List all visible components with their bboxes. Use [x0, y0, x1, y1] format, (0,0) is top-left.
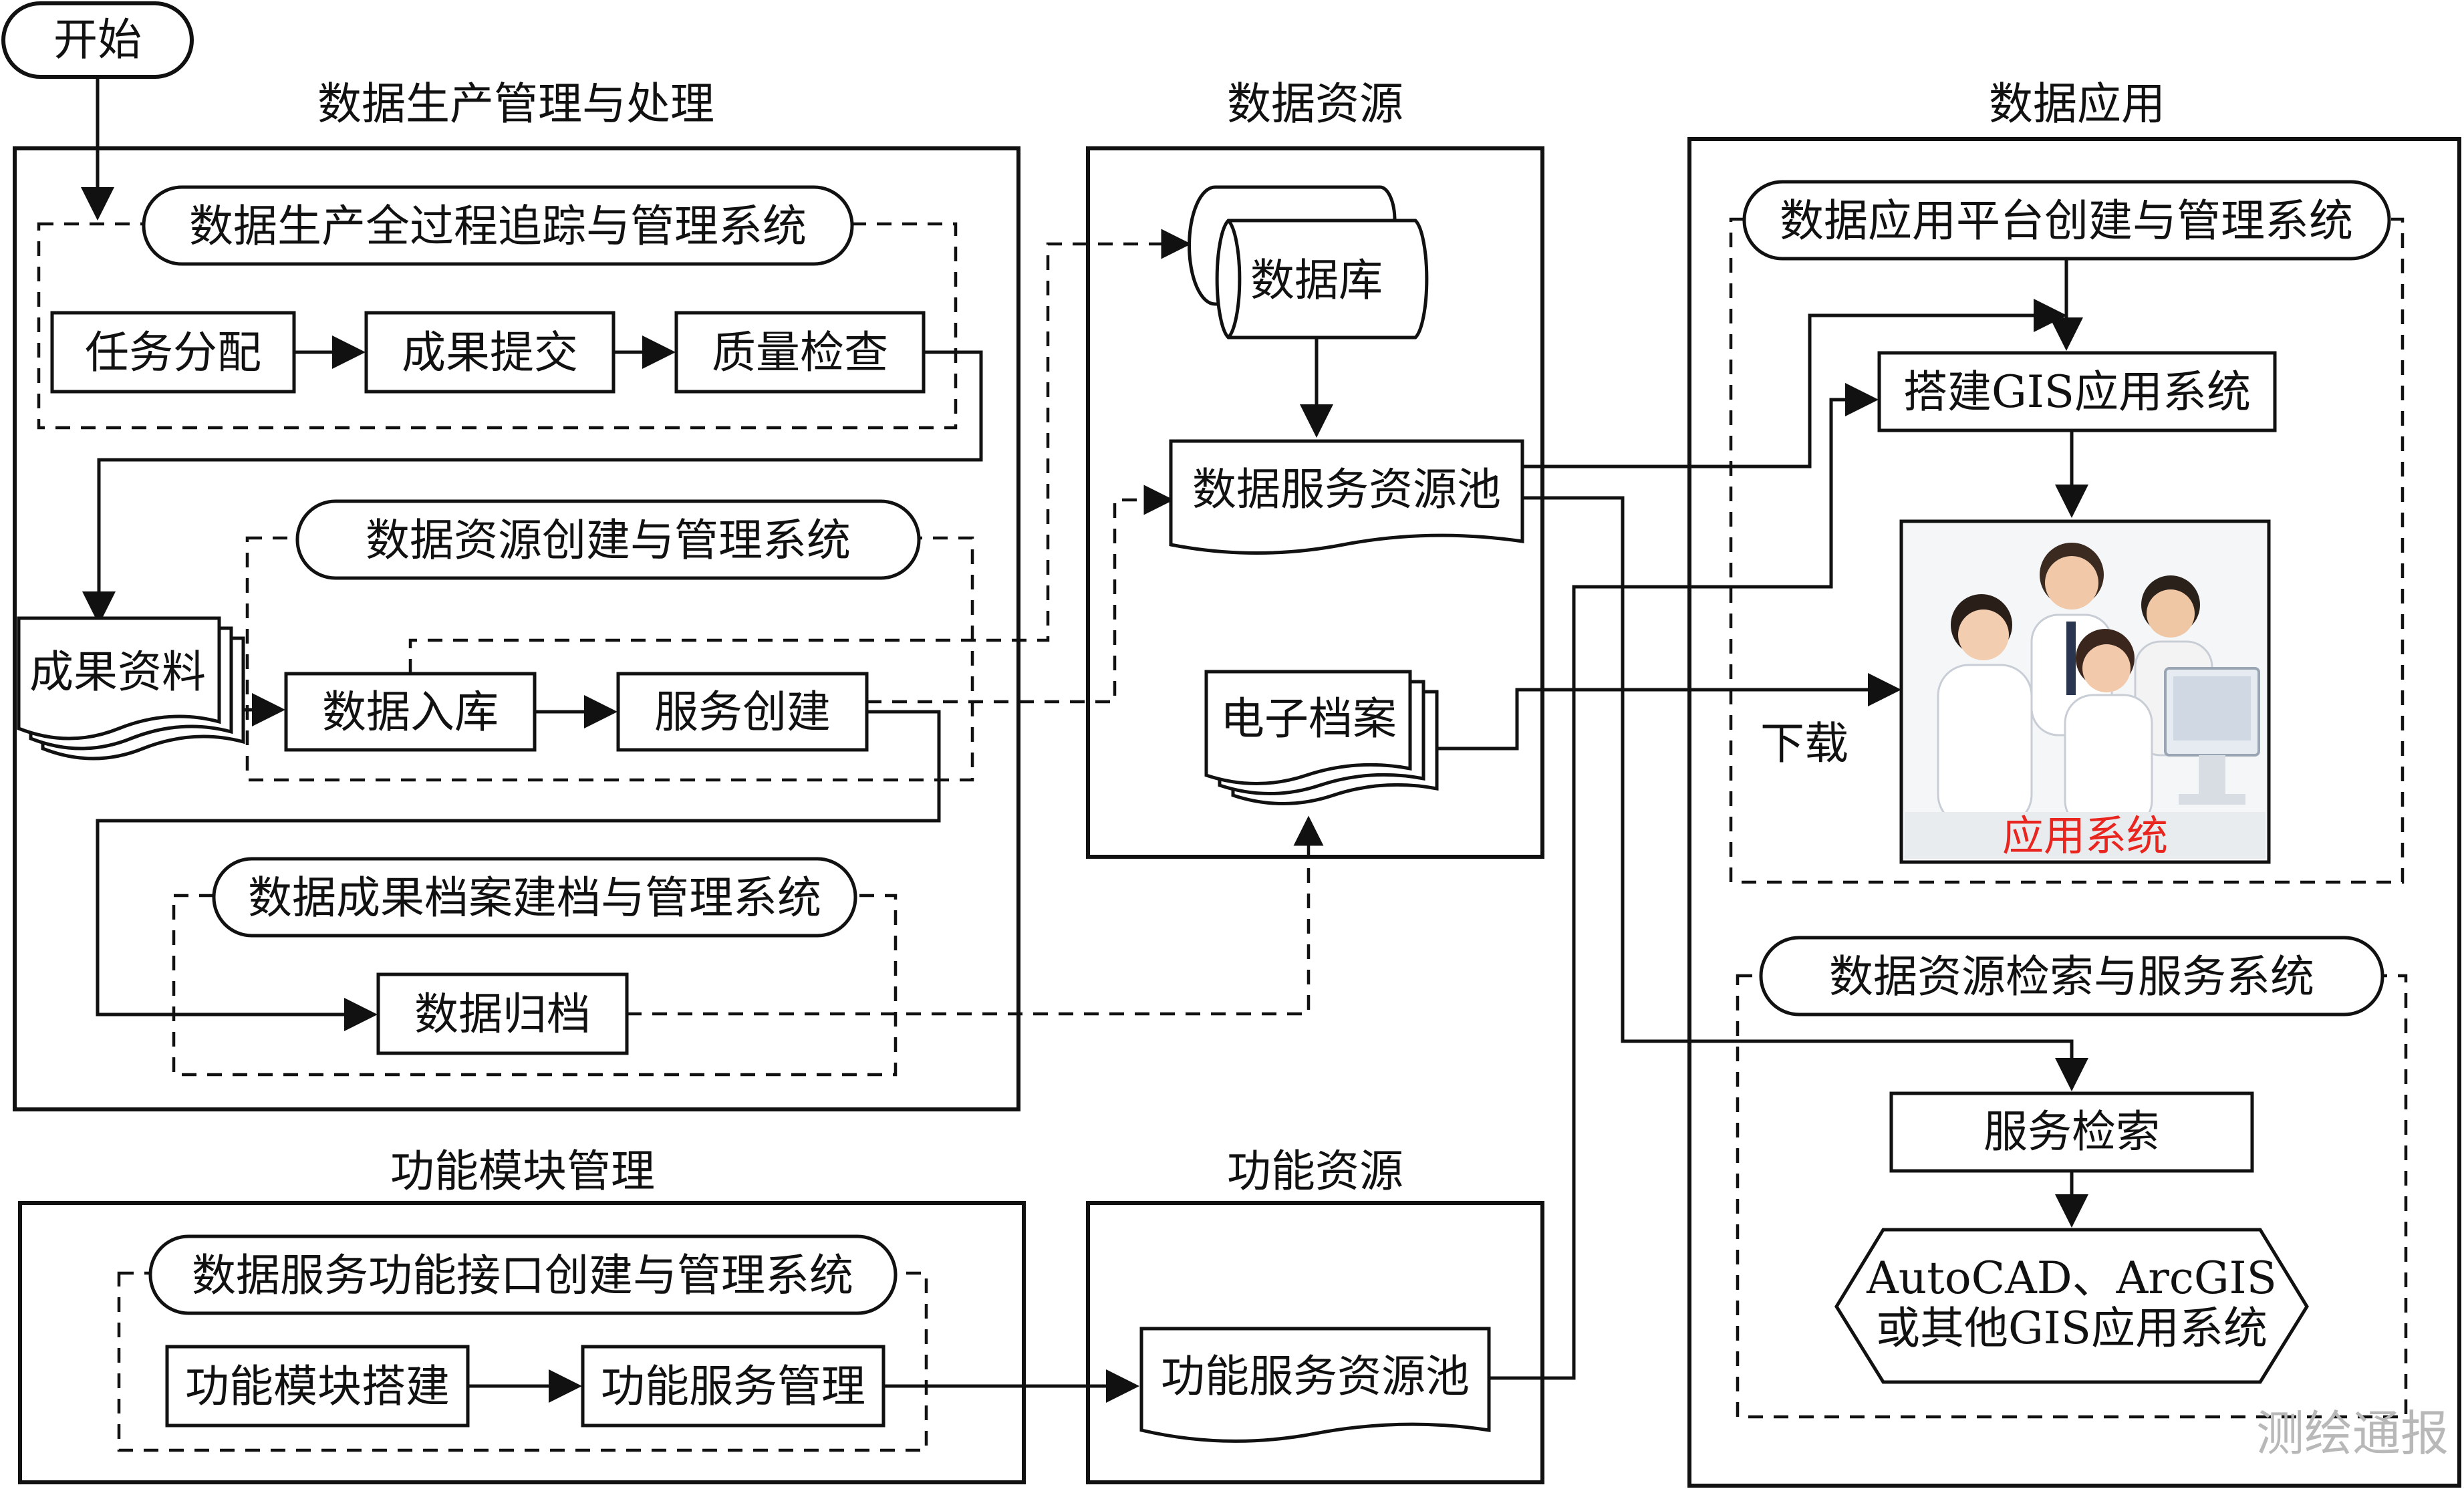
app-photo-caption: 应用系统: [2002, 811, 2168, 860]
start-label: 开始: [53, 14, 142, 65]
section-title-function-resources: 功能资源: [1227, 1145, 1403, 1197]
node-label-result-submission: 成果提交: [402, 327, 578, 378]
arrow-pool-to-platform: [1522, 299, 2067, 468]
system-label-resource-creation: 数据资源创建与管理系统: [366, 515, 851, 566]
node-data-service-pool: 数据服务资源池: [1169, 439, 1524, 555]
node-data-import: 数据入库: [284, 672, 537, 752]
node-label-service-search: 服务检索: [1983, 1106, 2160, 1158]
system-pill-interface: 数据服务功能接口创建与管理系统: [148, 1234, 898, 1315]
download-label: 下载: [1760, 718, 1849, 769]
node-function-service-mgmt: 功能服务管理: [581, 1345, 885, 1428]
node-label-task-assignment: 任务分配: [85, 327, 261, 378]
node-label-function-service-mgmt: 功能服务管理: [601, 1361, 865, 1412]
section-title-data-resources: 数据资源: [1227, 78, 1403, 130]
node-gis-build: 搭建GIS应用系统: [1877, 351, 2277, 432]
system-pill-resource-creation: 数据资源创建与管理系统: [295, 499, 921, 580]
section-title-data-applications: 数据应用: [1989, 78, 2165, 130]
node-label-gis-build: 搭建GIS应用系统: [1903, 366, 2251, 418]
node-service-creation: 服务创建: [616, 672, 869, 752]
system-label-app-platform: 数据应用平台创建与管理系统: [1780, 195, 2353, 247]
node-module-build: 功能模块搭建: [165, 1345, 470, 1428]
node-database: 数据库: [1188, 185, 1429, 340]
system-pill-archiving: 数据成果档案建档与管理系统: [212, 857, 857, 938]
node-label-data-import: 数据入库: [322, 686, 499, 738]
system-label-tracking: 数据生产全过程追踪与管理系统: [189, 200, 807, 252]
section-title-function-module: 功能模块管理: [390, 1145, 655, 1197]
frame-data-resources: [1086, 146, 1544, 859]
frame-data-applications: [1687, 137, 2461, 1488]
node-label-gis-clients-line1: AutoCAD、ArcGIS: [1866, 1252, 2277, 1304]
system-label-retrieval: 数据资源检索与服务系统: [1829, 951, 2314, 1002]
arrow-check-to-result-data: [82, 350, 983, 625]
node-service-search: 服务检索: [1889, 1091, 2254, 1173]
node-label-gis-clients-line2: 或其他GIS应用系统: [1876, 1303, 2268, 1354]
watermark: 测绘通报: [2256, 1405, 2449, 1462]
system-pill-retrieval: 数据资源检索与服务系统: [1759, 936, 2384, 1017]
node-label-e-archive: 电子档案: [1220, 693, 1397, 744]
frame-function-resources: [1086, 1201, 1544, 1484]
node-function-service-pool: 功能服务资源池: [1139, 1327, 1491, 1443]
node-gis-clients: AutoCAD、ArcGIS 或其他GIS应用系统: [1834, 1228, 2309, 1384]
node-label-quality-check: 质量检查: [712, 327, 888, 378]
arrow-service-to-archive: [96, 710, 941, 1031]
node-quality-check: 质量检查: [674, 311, 926, 394]
node-result-submission: 成果提交: [364, 311, 615, 394]
node-result-data: 成果资料: [17, 616, 245, 761]
node-label-data-service-pool: 数据服务资源池: [1192, 464, 1501, 515]
node-label-service-creation: 服务创建: [654, 686, 831, 738]
arrow-e-archive-to-app: [1437, 673, 1901, 751]
frame-function-module: [18, 1201, 1026, 1484]
people-illustration: [1905, 543, 2266, 859]
section-title-data-production: 数据生产管理与处理: [317, 78, 714, 130]
node-label-module-build: 功能模块搭建: [185, 1361, 450, 1412]
node-label-function-service-pool: 功能服务资源池: [1161, 1351, 1470, 1402]
node-label-data-archive: 数据归档: [414, 988, 591, 1040]
arrow-pool-to-service-search: [1522, 496, 2088, 1091]
start-terminator: 开始: [1, 1, 194, 79]
arrow-function-pool-to-gis-build: [1489, 383, 1879, 1380]
node-data-archive: 数据归档: [376, 972, 629, 1055]
system-label-archiving: 数据成果档案建档与管理系统: [248, 872, 821, 924]
system-pill-app-platform: 数据应用平台创建与管理系统: [1742, 180, 2391, 261]
dashed-frame-interface: [117, 1271, 928, 1452]
node-e-archive: 电子档案: [1204, 670, 1439, 805]
system-label-interface: 数据服务功能接口创建与管理系统: [192, 1250, 853, 1301]
node-label-database: 数据库: [1250, 255, 1383, 306]
node-label-result-data: 成果资料: [29, 646, 206, 698]
app-system-photo: 应用系统: [1899, 519, 2271, 864]
dashed-arrow-import-to-database: [408, 229, 1192, 674]
node-task-assignment: 任务分配: [50, 311, 296, 394]
frame-data-production: [13, 146, 1020, 1111]
system-pill-tracking: 数据生产全过程追踪与管理系统: [142, 185, 854, 266]
